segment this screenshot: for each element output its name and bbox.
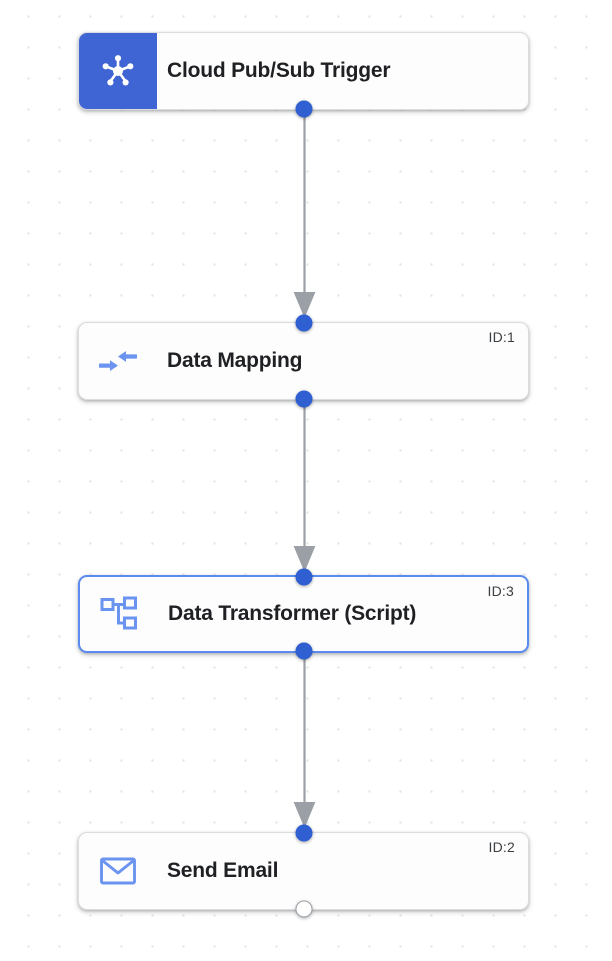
node-handle-bottom[interactable] bbox=[295, 390, 312, 408]
node-handle-top[interactable] bbox=[295, 568, 312, 586]
node-handle-top[interactable] bbox=[295, 824, 312, 842]
node-handle-top[interactable] bbox=[295, 314, 312, 332]
node-label: Cloud Pub/Sub Trigger bbox=[167, 59, 391, 82]
merge-arrows-icon bbox=[99, 351, 137, 371]
node-handle-bottom[interactable] bbox=[295, 100, 312, 118]
node-label: Data Transformer (Script) bbox=[168, 602, 417, 625]
node-handle-bottom[interactable] bbox=[295, 900, 312, 918]
merge-arrows-icon-container bbox=[79, 323, 157, 399]
account-tree-icon bbox=[100, 596, 137, 630]
node-id-label: ID:1 bbox=[488, 329, 515, 345]
pubsub-hub-icon bbox=[102, 55, 134, 86]
workflow-node-send-email[interactable]: Send Email ID:2 bbox=[78, 824, 529, 918]
account-tree-icon-container bbox=[80, 577, 158, 651]
node-id-label: ID:3 bbox=[487, 583, 514, 599]
workflow-node-data-mapping[interactable]: Data Mapping ID:1 bbox=[78, 314, 529, 408]
node-id-label: ID:2 bbox=[488, 839, 515, 855]
pubsub-hub-icon-container bbox=[79, 33, 157, 109]
node-label: Data Mapping bbox=[167, 349, 303, 372]
node-label: Send Email bbox=[167, 859, 279, 882]
envelope-icon bbox=[100, 857, 136, 885]
workflow-node-cloud-pubsub-trigger[interactable]: Cloud Pub/Sub Trigger bbox=[78, 32, 529, 118]
envelope-icon-container bbox=[79, 833, 157, 909]
workflow-node-data-transformer-script[interactable]: Data Transformer (Script) ID:3 bbox=[78, 568, 529, 660]
node-handle-bottom[interactable] bbox=[295, 642, 312, 660]
